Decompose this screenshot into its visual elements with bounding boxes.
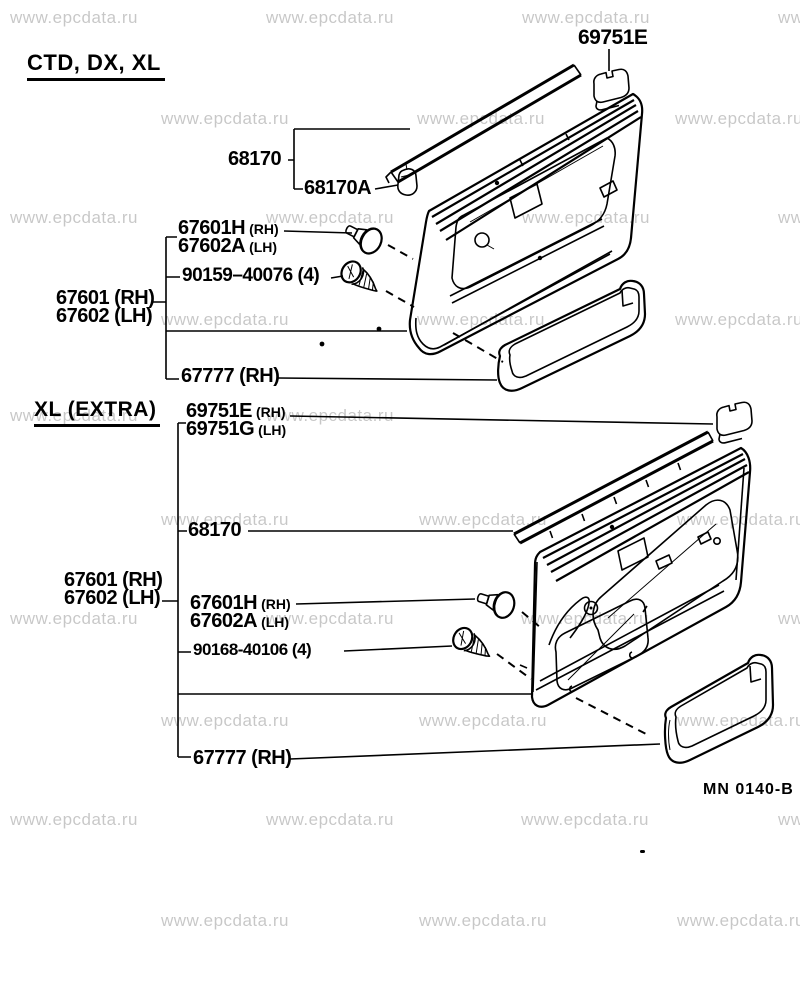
part-label-69751e-upper: 69751E — [578, 26, 648, 49]
part-label-67601-upper: 67601 (RH) — [56, 287, 155, 309]
part-door-trim-panel-lower — [519, 446, 752, 708]
part-label-67602a-lower: 67602A(LH) — [190, 610, 290, 632]
part-label-69751g-lower: 69751G(LH) — [186, 418, 287, 440]
upper-diagram-ctd-dx-xl — [152, 49, 647, 392]
part-label-67601h-upper: 67601H(RH) — [178, 217, 279, 239]
assembly-dashes-upper — [385, 244, 504, 363]
part-label-68170a: 68170A — [304, 177, 372, 199]
speck — [640, 850, 645, 853]
bracket-67601-upper — [152, 236, 407, 380]
leader-67777-lower — [289, 743, 661, 760]
part-label-69751e-lower: 69751E(RH) — [186, 400, 286, 422]
assembly-dashes-lower — [496, 611, 651, 737]
leader-68170a — [374, 184, 399, 190]
part-label-67777-lower: 67777 (RH) — [193, 747, 292, 769]
leader-67601h-upper — [283, 230, 353, 234]
drawing-code: MN 0140-B — [703, 781, 794, 798]
leader-67601h-lower — [295, 598, 476, 605]
part-label-67602-upper: 67602 (LH) — [56, 305, 153, 327]
speck — [376, 326, 382, 332]
bracket-67601-lower — [162, 422, 531, 758]
section-heading-ctd-dx-xl: CTD, DX, XL — [27, 52, 165, 81]
section-heading-xl-extra: XL (EXTRA) — [34, 399, 161, 427]
leader-90168 — [343, 645, 453, 652]
part-weatherstrip-lower — [513, 430, 714, 545]
part-label-67601-lower: 67601 (RH) — [64, 569, 163, 591]
leader-69751eg-lower — [289, 415, 714, 425]
part-label-68170-upper: 68170 — [228, 148, 282, 170]
leader-67777-upper — [277, 377, 498, 381]
leader-68170-bracket-upper — [288, 128, 410, 190]
part-armrest-lower — [663, 653, 775, 764]
part-weatherstrip-clip-68170a — [397, 163, 418, 196]
part-label-90168-40106: 90168-40106 (4) — [193, 640, 312, 659]
part-weatherstrip-upper — [385, 63, 582, 184]
part-armrest-upper — [497, 279, 647, 392]
lower-diagram-xl-extra — [162, 401, 775, 853]
part-label-67601h-lower: 67601H(RH) — [190, 592, 291, 614]
speck — [319, 341, 325, 347]
part-label-67602-lower: 67602 (LH) — [64, 587, 161, 609]
part-label-67777-upper: 67777 (RH) — [181, 365, 280, 387]
part-label-90159-40076: 90159–40076 (4) — [182, 265, 320, 286]
part-label-67602a-upper: 67602A(LH) — [178, 235, 278, 257]
part-door-trim-panel-upper — [408, 92, 644, 356]
part-label-68170-lower: 68170 — [188, 519, 242, 541]
